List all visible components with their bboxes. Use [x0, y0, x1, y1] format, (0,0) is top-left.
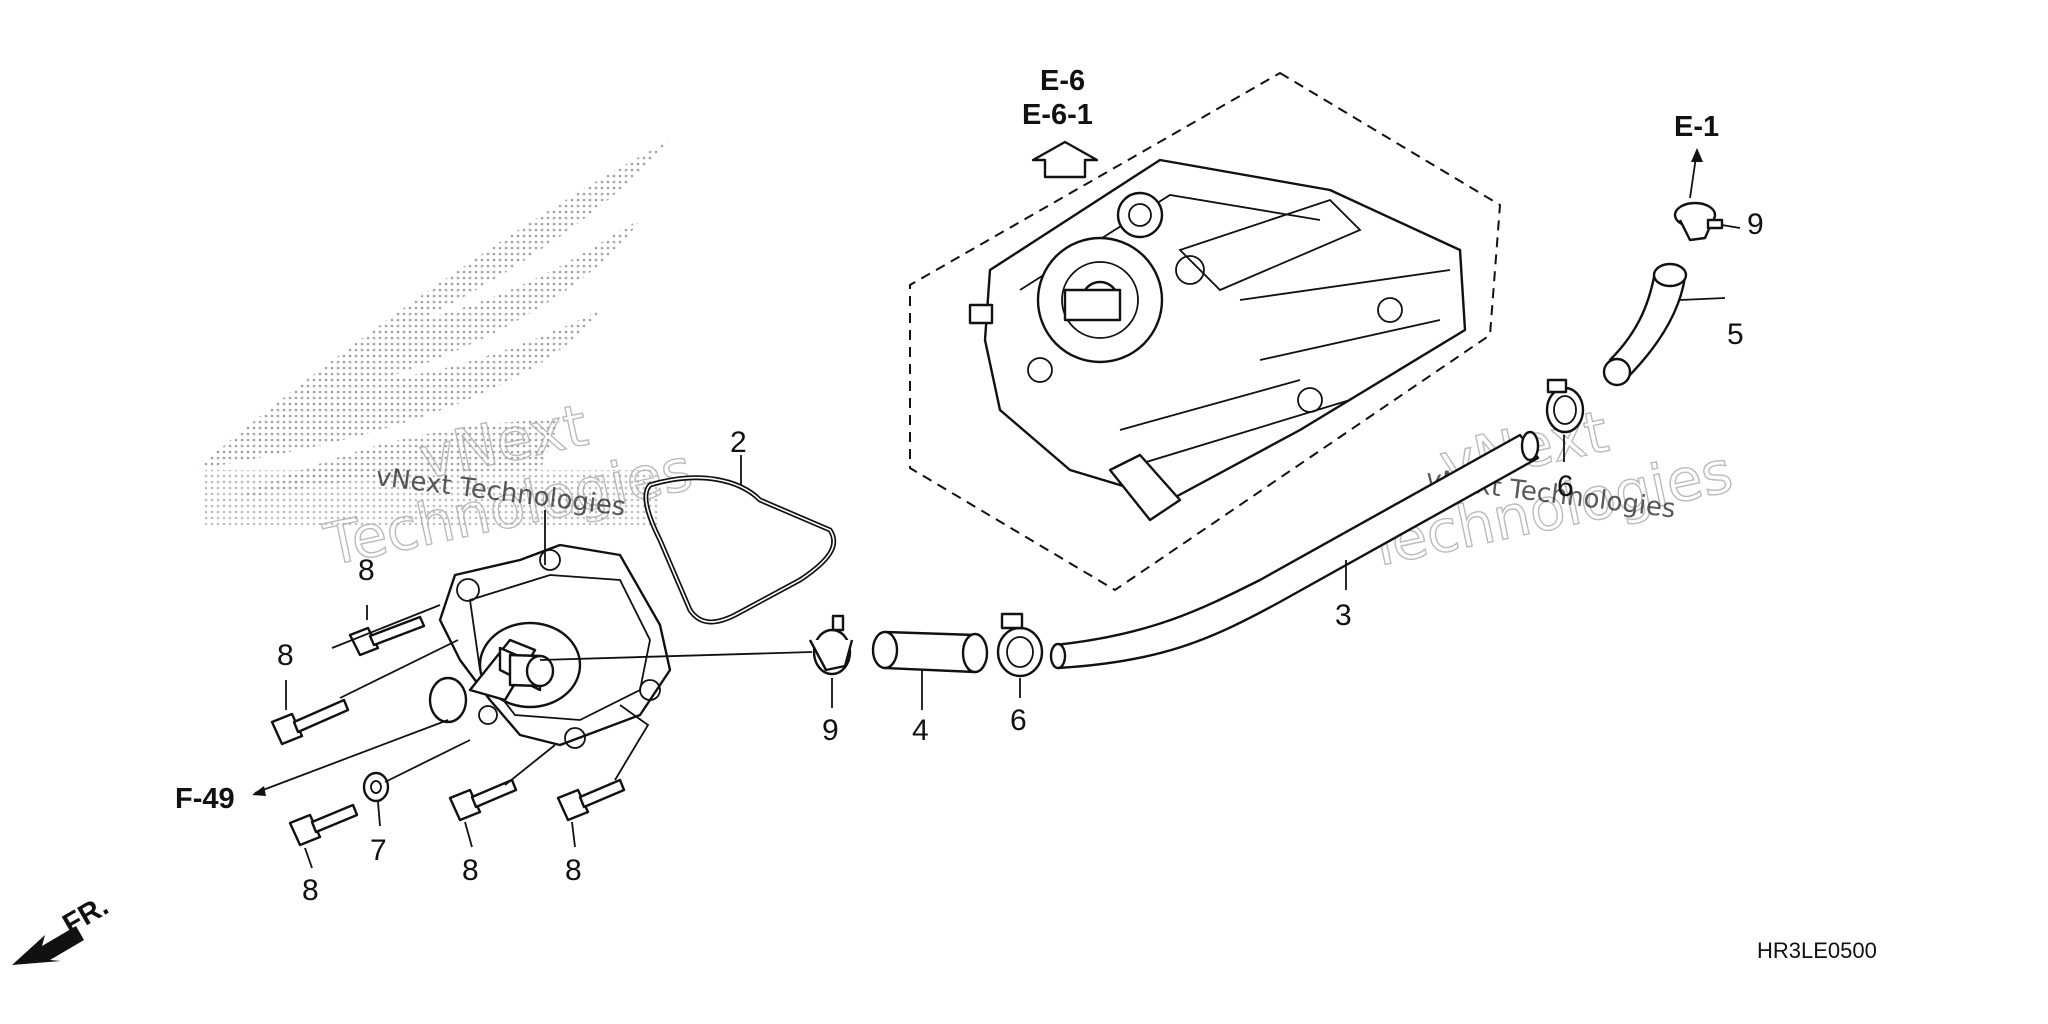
ref-label-f49: F-49 [175, 783, 235, 815]
hose-4 [871, 630, 989, 674]
ref-label-e6: E-6 [1040, 65, 1085, 97]
up-arrow-icon [1031, 140, 1099, 179]
washer-7 [362, 771, 390, 803]
callout-5: 5 [1727, 318, 1744, 351]
callout-9-top: 9 [1747, 208, 1764, 241]
bolt-8-bottom-left [288, 803, 359, 847]
callout-9-lower: 9 [822, 714, 839, 747]
callout-8-bottom-center: 8 [462, 854, 479, 887]
callout-8-left: 8 [277, 639, 294, 672]
hose-clip-9-lower [808, 614, 854, 676]
ref-label-e6-1: E-6-1 [1022, 99, 1093, 131]
callout-2: 2 [730, 426, 747, 459]
front-arrow-icon [12, 926, 84, 965]
callout-8-bottom-right: 8 [565, 854, 582, 887]
callout-7: 7 [370, 834, 387, 867]
diagram-code: HR3LE0500 [1757, 938, 1877, 963]
hose-clamp-6-right [1545, 378, 1585, 434]
bolt-8-top [348, 615, 426, 657]
callout-6-right: 6 [1557, 470, 1574, 503]
bolt-8-bottom-center [448, 778, 518, 822]
hose-clip-9-top [1673, 201, 1724, 242]
front-direction-arrow: FR. [12, 890, 114, 965]
callout-8-top: 8 [358, 554, 375, 587]
hose-5 [1602, 262, 1688, 387]
hose-clamp-6-center [996, 612, 1044, 678]
callout-4: 4 [912, 714, 929, 747]
leader-lines [252, 224, 1741, 869]
engine-case-drawing [968, 158, 1467, 522]
callout-6-center: 6 [1010, 704, 1027, 737]
ref-label-e1: E-1 [1674, 111, 1719, 143]
wing-logo-watermark [195, 140, 670, 525]
callout-8-bottom-left: 8 [302, 874, 319, 907]
pipe-3 [1049, 430, 1540, 670]
bolt-8-bottom-right [556, 778, 626, 822]
water-pump-cover [428, 543, 672, 749]
bolt-8-left [270, 698, 350, 746]
e1-arrow-icon [1691, 148, 1703, 162]
callout-3: 3 [1335, 599, 1352, 632]
engine-case-group [909, 71, 1502, 592]
